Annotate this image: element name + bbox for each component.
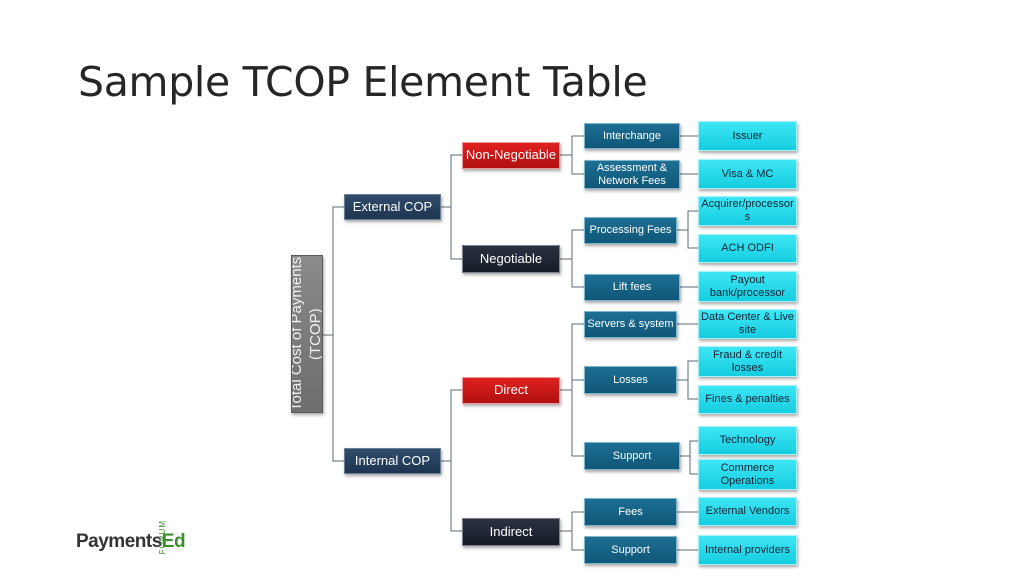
node-assessment-network-fees: Assessment & Network Fees — [584, 160, 680, 189]
node-non-negotiable: Non-Negotiable — [462, 142, 560, 169]
node-support-indirect: Support — [584, 536, 677, 564]
node-issuer: Issuer — [698, 121, 797, 151]
node-external-cop: External COP — [344, 194, 441, 220]
node-losses: Losses — [584, 366, 677, 394]
node-total-cost-of-payments: Total Cost of Payments (TCOP) — [291, 255, 323, 413]
node-servers-system: Servers & system — [584, 311, 677, 338]
node-payout-bank-processor: Payout bank/processor — [698, 271, 797, 302]
node-direct: Direct — [462, 377, 560, 404]
node-interchange: Interchange — [584, 123, 680, 149]
node-fines-penalties: Fines & penalties — [698, 385, 797, 414]
node-technology: Technology — [698, 426, 797, 455]
node-processing-fees: Processing Fees — [584, 217, 677, 244]
slide-title: Sample TCOP Element Table — [78, 58, 648, 106]
logo-text-forum: FORUM — [158, 520, 167, 555]
node-fees: Fees — [584, 498, 677, 526]
node-visa-mc: Visa & MC — [698, 159, 797, 189]
logo-text-payments: Payments — [76, 531, 162, 552]
node-external-vendors: External Vendors — [698, 497, 797, 526]
node-data-center-live-site: Data Center & Live site — [698, 309, 797, 339]
node-commerce-operations: Commerce Operations — [698, 459, 797, 490]
node-acquirer-processors: Acquirer/processors — [698, 196, 797, 226]
node-ach-odfi: ACH ODFI — [698, 234, 797, 263]
node-indirect: Indirect — [462, 518, 560, 546]
node-lift-fees: Lift fees — [584, 274, 680, 301]
logo-wordmark: PaymentsEd — [76, 531, 186, 553]
node-fraud-credit-losses: Fraud & credit losses — [698, 346, 797, 377]
node-negotiable: Negotiable — [462, 245, 560, 273]
node-support-direct: Support — [584, 442, 680, 470]
node-internal-cop: Internal COP — [344, 448, 441, 474]
node-label: Total Cost of Payments (TCOP) — [291, 256, 323, 412]
node-internal-providers: Internal providers — [698, 535, 797, 565]
logo-text-ed: Ed — [161, 531, 186, 552]
